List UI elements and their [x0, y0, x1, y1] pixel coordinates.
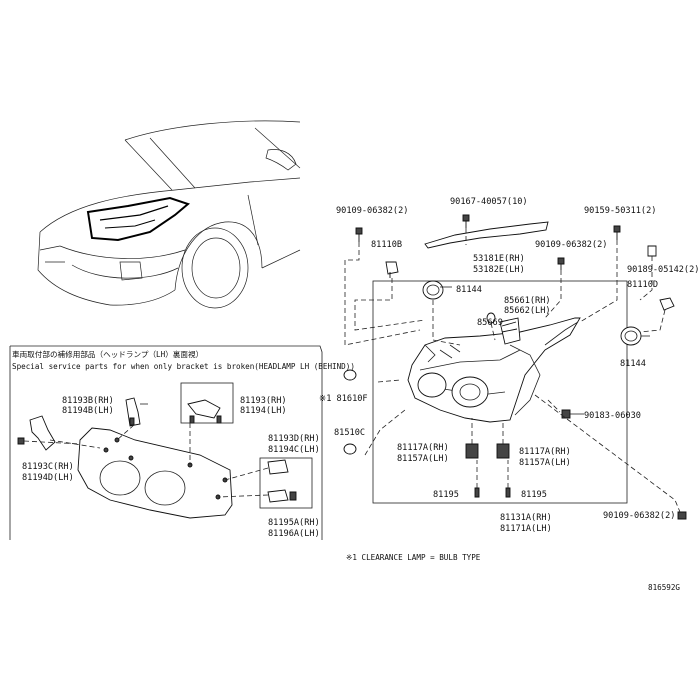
bolt-90167: [462, 214, 470, 228]
sub-leader-lines: [23, 403, 269, 498]
label-81196a: 81196A(LH): [268, 529, 320, 539]
bulb-81110b: [385, 261, 399, 278]
label-53182e: 53182E(LH): [473, 265, 525, 275]
headlamp-unit: [407, 317, 581, 423]
section-title-jp: 車両取付部の補修用部品（ヘッドランプ（LH）裏面視）: [12, 349, 203, 359]
diagram-id: 816592G: [648, 583, 680, 592]
label-81194: 81194(LH): [240, 406, 287, 416]
bracket-81193b: [125, 397, 141, 427]
bulb-81110d: [659, 297, 675, 311]
label-81195-r: 81195: [521, 490, 547, 500]
bracket-81195a: [267, 489, 289, 503]
label-81157a-r: 81157A(LH): [519, 458, 571, 468]
bolt-90109-bot: [677, 511, 687, 520]
box-81193d: [259, 457, 313, 509]
label-81171a: 81171A(LH): [500, 524, 552, 534]
label-81131a: 81131A(RH): [500, 513, 552, 523]
label-85661: 85661(RH): [504, 296, 551, 306]
label-81110d: 81110D: [627, 280, 658, 290]
cover-53181e: [424, 221, 549, 249]
cap-81144-b: [620, 326, 642, 346]
bracket-81193: [187, 399, 221, 419]
bracket-subdiagram-frame: [9, 345, 323, 540]
car-front-illustration: [37, 120, 301, 309]
label-81195a: 81195A(RH): [268, 518, 320, 528]
label-81157a-l: 81157A(LH): [397, 454, 449, 464]
label-81193b: 81193B(RH): [62, 396, 114, 406]
label-90189: 90189-05142(2): [627, 265, 699, 275]
label-85669: 85669: [477, 318, 503, 328]
label-90109-top: 90109-06382(2): [336, 206, 408, 216]
footnote: ※1 CLEARANCE LAMP = BULB TYPE: [346, 553, 481, 562]
label-81194c: 81194C(LH): [268, 445, 320, 455]
label-81610f: ※1 81610F: [319, 394, 368, 404]
bracket-81117a-r: [496, 443, 510, 459]
socket-detail: [501, 321, 518, 333]
bulb-81510c: [343, 443, 357, 455]
bolt-90183: [561, 409, 571, 419]
label-90109-mid: 90109-06382(2): [535, 240, 607, 250]
label-81110b: 81110B: [371, 240, 402, 250]
label-81193d: 81193D(RH): [268, 434, 320, 444]
box-81193: [180, 382, 234, 424]
label-81144-a: 81144: [456, 285, 482, 295]
label-81194b: 81194B(LH): [62, 406, 114, 416]
screw-81193c: [17, 437, 25, 445]
bracket-81193c: [29, 415, 56, 451]
label-81144-b: 81144: [620, 359, 646, 369]
label-81117a-r: 81117A(RH): [519, 447, 571, 457]
headlamp-back-plate: [77, 427, 233, 519]
label-81193: 81193(RH): [240, 396, 287, 406]
bracket-81117a-l: [465, 443, 479, 459]
label-81510c: 81510C: [334, 428, 365, 438]
leader-lines: [344, 228, 681, 513]
label-85662: 85662(LH): [504, 306, 551, 316]
bolt-90109-mid: [557, 257, 565, 270]
section-title-en: Special service parts for when only brac…: [12, 362, 355, 371]
headlamp-assembly-box: [372, 280, 628, 504]
bracket-81193d: [267, 459, 289, 475]
bolt-90159: [613, 225, 621, 240]
label-90109-bot: 90109-06382(2): [603, 511, 675, 521]
label-81117a-l: 81117A(RH): [397, 443, 449, 453]
screw-81195-l: [474, 487, 480, 498]
label-90167: 90167-40057(10): [450, 197, 528, 207]
bulb-81610f: [343, 369, 357, 381]
label-90183: 90183-06030: [584, 411, 641, 421]
label-53181e: 53181E(RH): [473, 254, 525, 264]
bolt-90109-top: [355, 227, 363, 242]
label-81194d: 81194D(LH): [22, 473, 74, 483]
socket-85661: [499, 317, 521, 345]
label-90159: 90159-50311(2): [584, 206, 656, 216]
label-81195-l: 81195: [433, 490, 459, 500]
screw-81195-r: [505, 487, 511, 498]
cap-81144-a: [422, 280, 444, 300]
label-81193c: 81193C(RH): [22, 462, 74, 472]
nut-90189: [647, 245, 657, 257]
